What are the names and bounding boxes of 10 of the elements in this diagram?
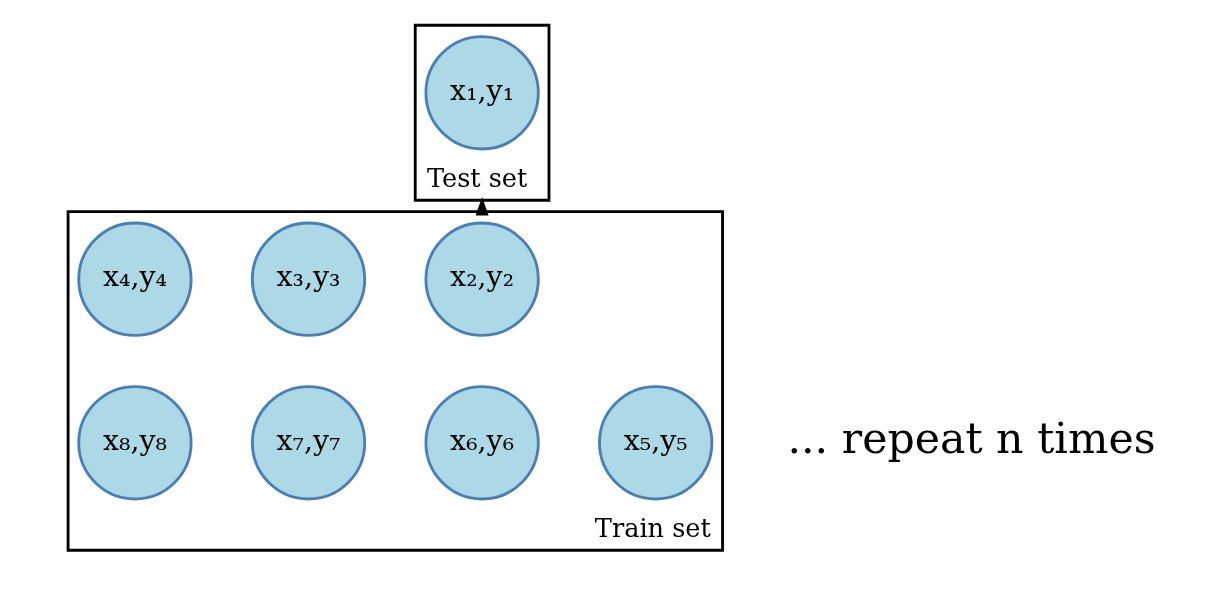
- node-circle: x₄,y₄: [76, 221, 193, 337]
- node-circle: x₆,y₆: [423, 385, 540, 501]
- node-circle: x₇,y₇: [250, 385, 366, 501]
- node-circle: x₃,y₃: [250, 221, 366, 337]
- node-circle: x₈,y₈: [76, 385, 193, 501]
- node-circle: x₁,y₁: [423, 35, 540, 151]
- label: ... repeat n times: [787, 413, 1156, 464]
- arrow: [475, 197, 489, 216]
- node-circle: x₅,y₅: [597, 385, 713, 501]
- node-circle: x₂,y₂: [423, 221, 540, 337]
